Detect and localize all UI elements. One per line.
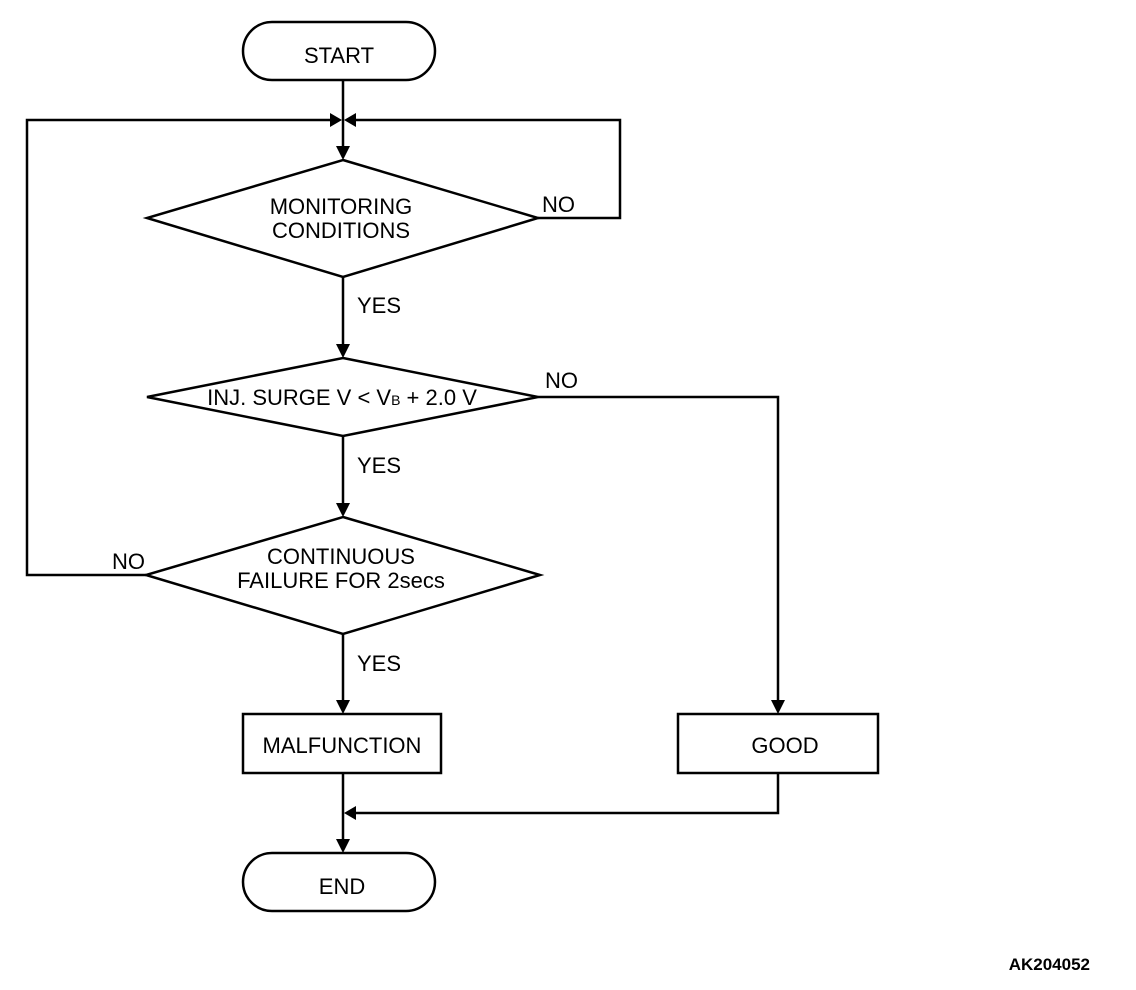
continuous-label-line2: FAILURE FOR 2secs [237, 568, 445, 593]
figure-code: AK204052 [1009, 955, 1090, 974]
monitoring-no-label: NO [542, 192, 575, 217]
connector-continuous-no-loop [25, 118, 336, 577]
surge-voltage-decision: INJ. SURGE V < VB + 2.0 V [146, 356, 539, 438]
arrowhead-into-end [336, 839, 350, 853]
end-label: END [319, 874, 365, 899]
connector-monitoring-no-loop [350, 118, 622, 220]
continuous-no-label: NO [112, 549, 145, 574]
end-node: END [241, 851, 437, 913]
arrowhead-into-monitoring [336, 146, 350, 160]
arrowhead-continuous-no-loop [330, 113, 342, 127]
connector-good-to-end [356, 773, 780, 815]
surge-no-label: NO [545, 368, 578, 393]
arrowhead-into-good [771, 700, 785, 714]
monitoring-yes-label: YES [357, 293, 401, 318]
arrowhead-good-merge [344, 806, 356, 820]
start-node: START [241, 20, 437, 82]
surge-label: INJ. SURGE V < VB + 2.0 V [207, 385, 477, 410]
arrowhead-monitoring-no-loop [344, 113, 356, 127]
start-label: START [304, 43, 374, 68]
continuous-yes-label: YES [357, 651, 401, 676]
arrowhead-into-surge [336, 344, 350, 358]
connector-surge-no [538, 395, 780, 702]
arrowhead-into-continuous [336, 503, 350, 517]
good-node: GOOD [676, 712, 880, 775]
arrowhead-into-malfunction [336, 700, 350, 714]
malfunction-label: MALFUNCTION [263, 733, 422, 758]
good-label: GOOD [751, 733, 818, 758]
continuous-failure-decision: CONTINUOUS FAILURE FOR 2secs [141, 515, 545, 636]
malfunction-node: MALFUNCTION [241, 712, 443, 775]
monitoring-label-line1: MONITORING [270, 194, 413, 219]
continuous-label-line1: CONTINUOUS [267, 544, 415, 569]
surge-yes-label: YES [357, 453, 401, 478]
monitoring-label-line2: CONDITIONS [272, 218, 410, 243]
monitoring-conditions-decision: MONITORING CONDITIONS [142, 158, 543, 279]
